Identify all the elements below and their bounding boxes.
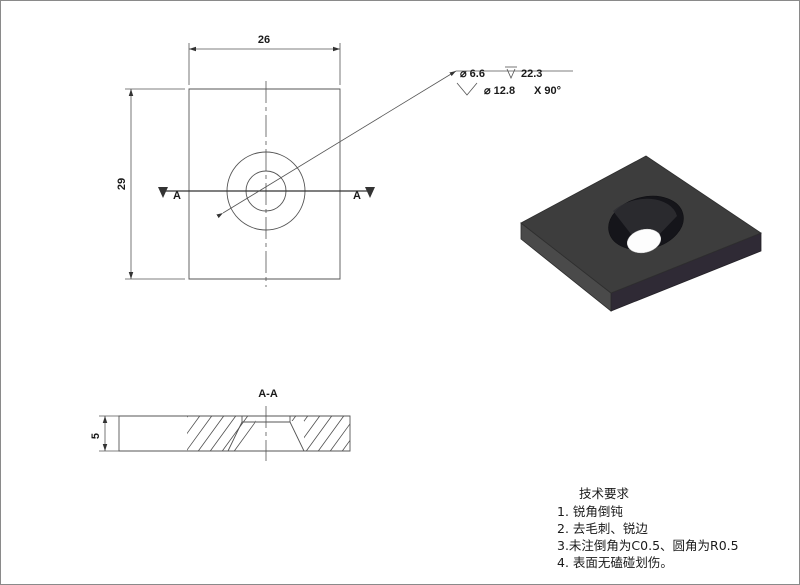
dim-width-value: 26 xyxy=(258,34,270,46)
iso-countersink-cone-shade xyxy=(613,198,677,241)
tech-requirement-item-3: 3.未注倒角为C0.5、圆角为R0.5 xyxy=(557,538,739,553)
top-view-plate-outline xyxy=(188,88,341,280)
section-countersink-right xyxy=(289,416,305,452)
section-hatching-right xyxy=(290,416,350,451)
section-plate-outline xyxy=(118,415,351,452)
callout-angle-2: X 90° xyxy=(534,85,561,97)
callout-depth-1: 22.3 xyxy=(521,68,542,80)
tech-requirements-title: 技术要求 xyxy=(579,486,630,501)
tech-requirement-item-4: 4. 表面无磕碰划伤。 xyxy=(557,555,673,570)
countersink-symbol-icon xyxy=(456,82,478,96)
depth-symbol-icon xyxy=(505,66,517,79)
section-label-right: A xyxy=(353,190,361,202)
dim-thickness-value: 5 xyxy=(90,433,102,439)
section-arrow-left xyxy=(158,187,168,198)
tech-requirement-item-2: 2. 去毛刺、锐边 xyxy=(557,521,648,536)
dim-height-value: 29 xyxy=(116,178,128,190)
section-hatching-left xyxy=(187,416,256,451)
iso-through-bore xyxy=(627,228,661,254)
callout-diameter-2: ⌀ 12.8 xyxy=(484,85,515,97)
section-hatching-left-block xyxy=(119,416,159,451)
technical-requirements-group: 技术要求 1. 锐角倒钝 2. 去毛刺、锐边 3.未注倒角为C0.5、圆角为R0… xyxy=(557,486,739,570)
section-label-left: A xyxy=(173,190,181,202)
isometric-view-group xyxy=(520,155,762,312)
callout-leader-line xyxy=(216,70,457,219)
top-view-group: A A 26 29 ⌀ 6.6 22.3 xyxy=(116,34,573,287)
callout-diameter-1: ⌀ 6.6 xyxy=(460,68,485,80)
tech-requirement-item-1: 1. 锐角倒钝 xyxy=(557,504,623,519)
section-arrow-right xyxy=(365,187,375,198)
section-view-title: A-A xyxy=(258,388,278,400)
section-view-group: A-A xyxy=(90,388,351,461)
